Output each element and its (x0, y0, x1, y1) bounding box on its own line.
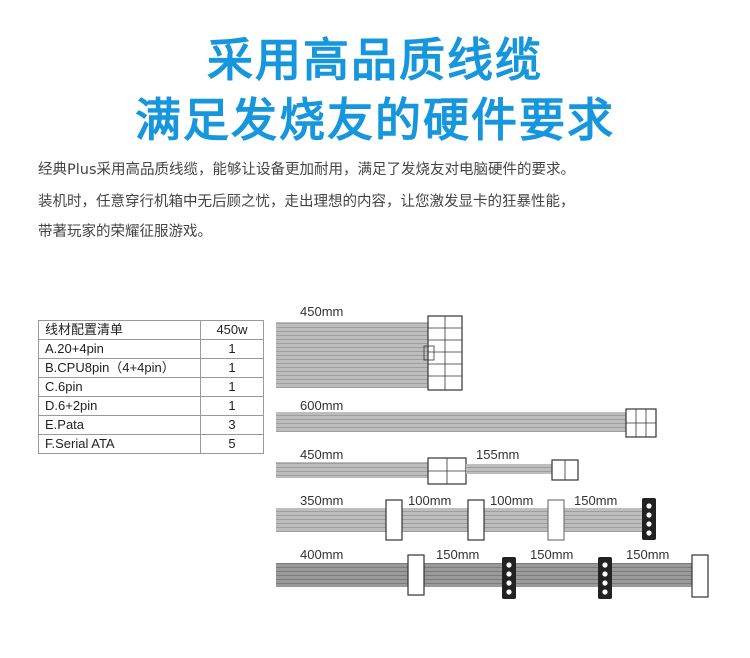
heading-line-1: 采用高品质线缆 (207, 33, 543, 87)
cable-spec-table: 线材配置清单 450w A.20+4pin 1 B.CPU8pin（4+4pin… (38, 320, 264, 454)
table-header-row: 线材配置清单 450w (38, 320, 264, 340)
table-row: E.Pata 3 (38, 415, 264, 435)
molex-seg2-label: 100mm (490, 493, 534, 508)
row-value: 5 (200, 434, 264, 454)
molex-pata-cable (276, 498, 656, 541)
pcie-6pin-cable (276, 408, 657, 438)
row-name: E.Pata (38, 415, 201, 435)
cpu-length-label: 450mm (300, 447, 344, 462)
sata-seg2-label: 150mm (530, 547, 574, 562)
sata-seg3-label: 150mm (626, 547, 670, 562)
description-line-2: 装机时，任意穿行机箱中无后顾之忧，走出理想的内容，让您激发显卡的狂暴性能， (38, 194, 575, 210)
heading-line-2: 满足发烧友的硬件要求 (135, 93, 615, 147)
description-line-1: 经典Plus采用高品质线缆，能够让设备更加耐用，满足了发烧友对电脑硬件的要求。 (38, 162, 576, 178)
table-row: C.6pin 1 (38, 377, 264, 397)
pcie-length-label: 600mm (300, 398, 344, 413)
row-name: F.Serial ATA (38, 434, 201, 454)
molex-seg3-label: 150mm (574, 493, 618, 508)
atx-24pin-cable (276, 315, 463, 391)
sata-seg1-label: 150mm (436, 547, 480, 562)
molex-seg1-label: 100mm (408, 493, 452, 508)
molex-length-label: 350mm (300, 493, 344, 508)
atx-length-label: 450mm (300, 304, 344, 319)
cpu-extension-label: 155mm (476, 447, 520, 462)
cpu-8pin-cable (276, 457, 579, 485)
table-row: F.Serial ATA 5 (38, 434, 264, 454)
table-row: A.20+4pin 1 (38, 339, 264, 359)
sata-length-label: 400mm (300, 547, 344, 562)
row-name: B.CPU8pin（4+4pin） (38, 358, 201, 378)
description-line-3: 带著玩家的荣耀征服游戏。 (38, 224, 212, 240)
sata-cable (276, 554, 709, 599)
row-value: 3 (200, 415, 264, 435)
table-row: B.CPU8pin（4+4pin） 1 (38, 358, 264, 378)
